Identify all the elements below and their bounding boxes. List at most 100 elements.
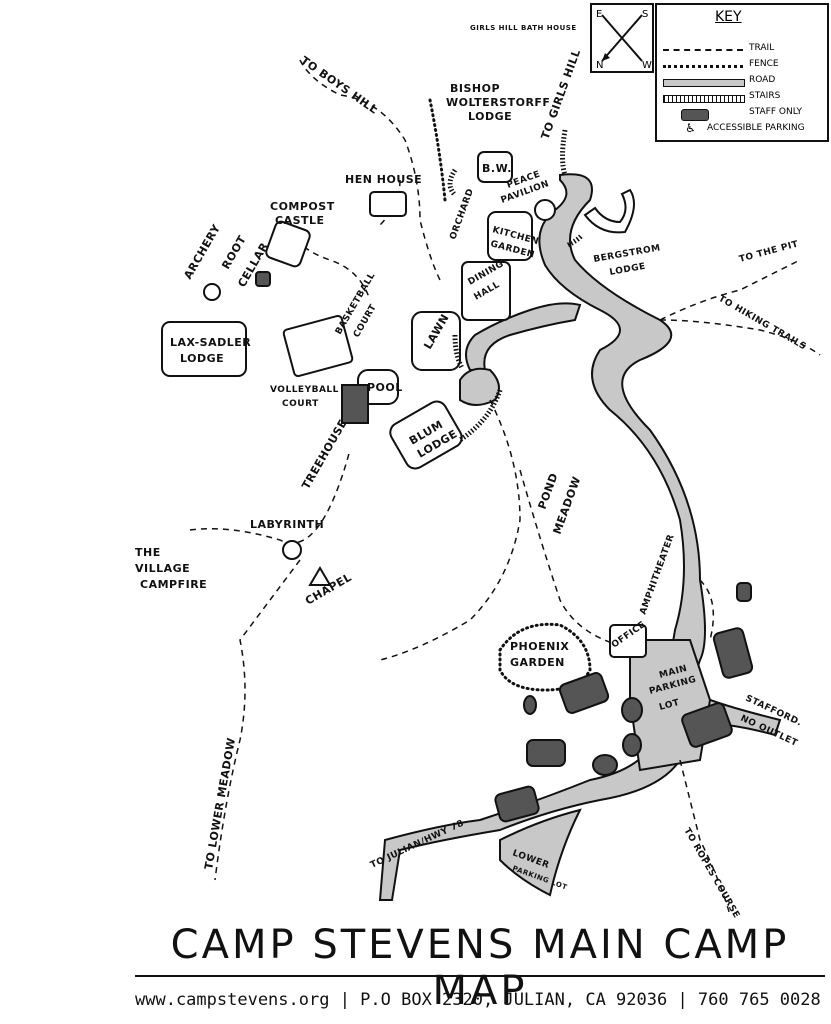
label-the: THE: [135, 546, 161, 559]
staff-block: [622, 733, 642, 757]
label-compost: COMPOST: [270, 200, 335, 213]
key-item-fence: FENCE: [663, 59, 823, 73]
trail-boys-hill: [299, 59, 441, 281]
label-to-lower-meadow: TO LOWER MEADOW: [202, 737, 238, 871]
trail-lower-meadow: [214, 559, 301, 881]
lax-sadler-lodge: [161, 321, 247, 377]
key-label: TRAIL: [749, 43, 775, 53]
staff-block: [558, 672, 610, 714]
compass-n: N: [596, 60, 603, 71]
compass-icon: N E S W: [596, 9, 652, 71]
title-divider: [135, 975, 825, 977]
accessible-icon: ♿: [685, 121, 696, 135]
staff-block: [494, 785, 540, 823]
key-item-staff: STAFF ONLY: [663, 107, 823, 121]
label-bw-lodge: LODGE: [468, 110, 512, 123]
contact-footer: www.campstevens.org | P.O BOX 2320, JULI…: [135, 990, 821, 1010]
label-wolterstorff: WOLTERSTORFF: [446, 96, 550, 109]
key-item-accessible: ♿ ACCESSIBLE PARKING: [663, 121, 823, 137]
label-village: VILLAGE: [135, 562, 190, 575]
trails: [189, 59, 821, 916]
map-title: CAMP STEVENS MAIN CAMP MAP: [170, 922, 790, 1014]
label-phoenix-garden: GARDEN: [510, 656, 565, 669]
staff-block: [523, 695, 537, 715]
key-label: STAIRS: [749, 91, 781, 101]
bw-lodge: [477, 151, 513, 183]
basketball-court: [282, 314, 354, 378]
phoenix-garden-fence: [498, 622, 592, 692]
label-pool: POOL: [367, 381, 403, 394]
trail-hiking-2: [659, 319, 821, 356]
key-item-road: ROAD: [663, 75, 823, 89]
trail-ropes: [679, 759, 731, 916]
label-treehouse: TREEHOUSE: [299, 417, 349, 491]
lower-parking-lot: [499, 808, 582, 897]
label-castle: CASTLE: [275, 214, 325, 227]
label-volleyball-court: COURT: [282, 399, 319, 409]
roads: [378, 173, 782, 901]
trail-village: [189, 449, 351, 544]
staff-block: [592, 754, 618, 776]
stairs: [447, 129, 584, 443]
label-phoenix: PHOENIX: [510, 640, 569, 653]
label-labyrinth: LABYRINTH: [250, 518, 324, 531]
label-lax-sadler: LAX-SADLER: [170, 336, 251, 349]
label-to-the-pit: TO THE PIT: [738, 239, 800, 265]
key-item-trail: TRAIL: [663, 43, 823, 57]
upper-fence: [428, 98, 447, 202]
label-to-girls-hill: TO GIRLS HILL: [539, 47, 584, 141]
label-bergstrom: BERGSTROM: [593, 243, 662, 265]
compass-w: W: [642, 60, 652, 71]
staff-block: [681, 702, 733, 748]
label-to-julian: TO JULIAN/HWY 78: [369, 819, 466, 871]
label-hen-house: HEN HOUSE: [345, 173, 422, 186]
map-key: KEY TRAIL FENCE ROAD STAIRS STAFF ONLY ♿…: [655, 3, 829, 142]
compass-rose: N E S W: [590, 3, 654, 73]
key-label: ROAD: [749, 75, 776, 85]
labyrinth-circle: [282, 540, 302, 560]
office: [609, 624, 647, 658]
upper-road: [465, 302, 582, 371]
trail-amphi: [699, 579, 715, 641]
compass-s: S: [642, 9, 648, 20]
staff-blocks: [494, 582, 754, 823]
key-label: STAFF ONLY: [749, 107, 803, 117]
archery-target: [203, 283, 221, 301]
label-bergstrom-lodge: LODGE: [609, 262, 647, 278]
bergstrom-lodge: [583, 188, 635, 234]
staff-block: [621, 697, 643, 723]
blum-lodge: [389, 400, 463, 470]
root-cellar: [255, 271, 271, 287]
key-label: ACCESSIBLE PARKING: [707, 123, 805, 133]
compost-castle: [265, 220, 311, 268]
label-lax-lodge: LODGE: [180, 352, 224, 365]
label-pond: POND: [536, 471, 561, 511]
key-label: FENCE: [749, 59, 779, 69]
label-bishop: BISHOP: [450, 82, 500, 95]
staff-block: [712, 627, 754, 679]
label-volleyball: VOLLEYBALL: [270, 385, 339, 395]
label-archery: ARCHERY: [181, 222, 223, 282]
volleyball-area: [341, 384, 369, 424]
label-campfire: CAMPFIRE: [140, 578, 207, 591]
drop-loop: [459, 367, 500, 406]
label-to-ropes-course: TO ROPES COURSE: [681, 827, 741, 921]
label-girls-hill-bath-house: GIRLS HILL BATH HOUSE: [470, 24, 577, 32]
trail-pond: [519, 469, 641, 651]
compass-e: E: [596, 9, 602, 20]
staff-block: [736, 582, 752, 602]
key-item-stairs: STAIRS: [663, 91, 823, 105]
main-road: [378, 173, 782, 901]
peace-pavilion: [534, 199, 556, 221]
label-bw: B.W.: [482, 162, 512, 175]
camp-map: TO BOYS HILL GIRLS HILL BATH HOUSE TO GI…: [135, 24, 821, 921]
label-to-boys-hill: TO BOYS HILL: [298, 54, 380, 117]
staff-block: [526, 739, 566, 767]
buildings: [161, 151, 647, 658]
hen-house: [369, 191, 407, 217]
kitchen-garden: [487, 211, 533, 261]
trail-hiking: [659, 259, 801, 321]
dining-hall: [461, 261, 511, 321]
label-amphitheater: AMPHITHEATER: [638, 533, 676, 616]
key-heading: KEY: [715, 9, 742, 25]
